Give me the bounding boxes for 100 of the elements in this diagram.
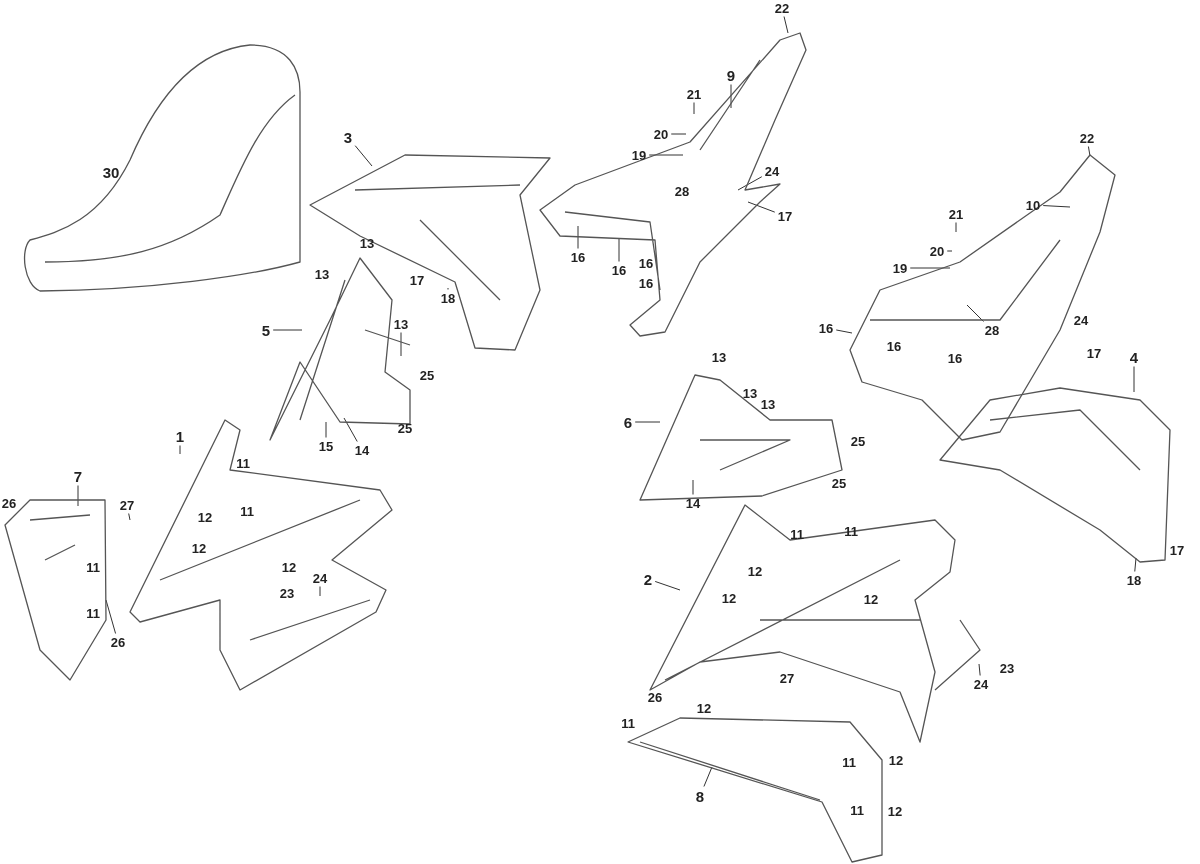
leader-line	[909, 267, 951, 269]
callout-number: 6	[622, 414, 634, 430]
leader-line	[737, 176, 763, 191]
callout-number: 12	[280, 560, 298, 574]
callout-number: 11	[85, 560, 101, 574]
callout-number: 11	[239, 504, 255, 518]
leader-line	[1133, 366, 1135, 393]
callout-number: 12	[862, 592, 880, 606]
leader-line	[179, 445, 181, 455]
callout-number: 5	[260, 322, 272, 338]
callout-number: 28	[673, 184, 691, 198]
callout-number: 27	[778, 671, 796, 685]
leader-line	[835, 329, 853, 334]
callout-number: 18	[1125, 573, 1143, 587]
leader-line	[272, 329, 303, 331]
callout-number: 16	[637, 276, 655, 290]
callout-number: 25	[396, 421, 414, 435]
leader-line	[693, 102, 695, 115]
callout-number: 11	[789, 527, 805, 541]
callout-number: 1	[174, 428, 186, 444]
leader-line	[692, 479, 694, 495]
leader-line	[354, 145, 373, 167]
callout-number: 12	[887, 753, 905, 767]
callout-number: 16	[637, 256, 655, 270]
callout-number: 17	[776, 209, 794, 223]
callout-number: 10	[1024, 198, 1042, 212]
leader-line	[325, 421, 327, 438]
callout-number: 26	[109, 635, 127, 649]
seat-drawing	[23, 44, 301, 292]
leader-line	[648, 154, 684, 156]
callout-number: 17	[408, 273, 426, 287]
leader-line	[978, 663, 981, 676]
callout-number: 13	[741, 386, 759, 400]
callout-number: 13	[759, 397, 777, 411]
callout-number: 13	[710, 350, 728, 364]
callout-number: 12	[746, 564, 764, 578]
callout-number: 8	[694, 788, 706, 804]
callout-number: 12	[190, 541, 208, 555]
callout-number: 12	[886, 804, 904, 818]
callout-number: 23	[278, 586, 296, 600]
leader-line	[654, 580, 681, 591]
callout-number: 11	[85, 606, 101, 620]
inner-bracket-drawing	[269, 257, 411, 441]
callout-number: 13	[313, 267, 331, 281]
callout-number: 19	[630, 148, 648, 162]
leader-line	[128, 513, 131, 521]
callout-number: 25	[830, 476, 848, 490]
callout-number: 12	[695, 701, 713, 715]
leader-line	[400, 332, 402, 357]
leader-line	[730, 84, 732, 109]
callout-number: 17	[1085, 346, 1103, 360]
side-panel-drawing	[309, 154, 551, 351]
callout-number: 3	[342, 129, 354, 145]
callout-number: 20	[928, 244, 946, 258]
callout-number: 30	[101, 164, 121, 180]
side-cover-drawing	[4, 499, 107, 681]
leader-line	[577, 225, 579, 249]
callout-number: 17	[1168, 543, 1186, 557]
callout-number: 9	[725, 67, 737, 83]
callout-number: 2	[642, 571, 654, 587]
leader-line	[955, 222, 957, 233]
callout-number: 14	[684, 496, 702, 510]
leader-line	[946, 250, 953, 252]
leader-line	[1134, 557, 1137, 572]
callout-number: 18	[439, 291, 457, 305]
leader-line	[703, 766, 713, 787]
leader-line	[105, 599, 117, 634]
callout-number: 24	[1072, 313, 1090, 327]
callout-number: 12	[196, 510, 214, 524]
callout-number: 21	[685, 87, 703, 101]
callout-number: 15	[317, 439, 335, 453]
callout-number: 25	[418, 368, 436, 382]
callout-number: 20	[652, 127, 670, 141]
callout-number: 22	[773, 1, 791, 15]
callout-number: 14	[353, 443, 371, 457]
callout-number: 11	[841, 755, 857, 769]
leader-line	[77, 485, 79, 507]
callout-number: 22	[1078, 131, 1096, 145]
callout-number: 4	[1128, 349, 1140, 365]
leader-line	[319, 586, 321, 597]
leader-line	[343, 417, 358, 442]
callout-number: 21	[947, 207, 965, 221]
callout-number: 26	[646, 690, 664, 704]
callout-number: 16	[817, 321, 835, 335]
callout-number: 24	[972, 677, 990, 691]
callout-number: 13	[358, 236, 376, 250]
cover-drawing	[939, 387, 1171, 563]
callout-number: 12	[720, 591, 738, 605]
leader-line	[966, 304, 984, 322]
callout-number: 23	[998, 661, 1016, 675]
callout-number: 24	[763, 164, 781, 178]
callout-number: 11	[235, 456, 251, 470]
callout-number: 13	[392, 317, 410, 331]
callout-number: 19	[891, 261, 909, 275]
leader-line	[1042, 205, 1071, 208]
callout-number: 26	[0, 496, 18, 510]
callout-number: 25	[849, 434, 867, 448]
callout-number: 16	[569, 250, 587, 264]
leader-line	[634, 421, 661, 423]
callout-number: 7	[72, 468, 84, 484]
